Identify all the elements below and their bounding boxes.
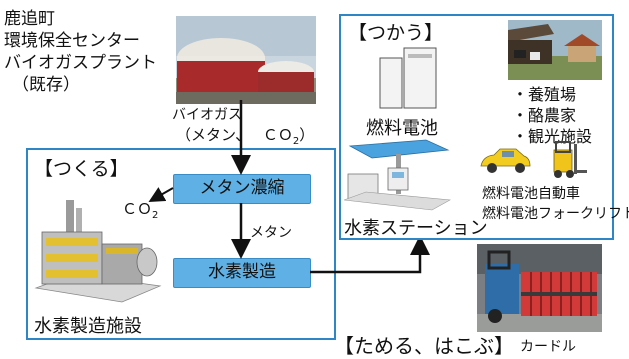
tsukuru-title: 【つくる】 — [34, 158, 129, 180]
farm-photo — [508, 20, 602, 80]
hydrogen-production-step: 水素製造 — [173, 258, 311, 288]
hydrogen-station-illustration — [342, 138, 452, 212]
biogas-composition-open: （メタン、 — [176, 126, 251, 144]
facility-label: 鹿追町 環境保全センター バイオガスプラント （既存） — [4, 8, 157, 96]
biogas-label: バイオガス — [172, 107, 242, 123]
tsukau-title: 【つかう】 — [348, 22, 444, 44]
co2-text: ＣＯ — [122, 200, 153, 218]
facility-line-center: 環境保全センター — [4, 31, 140, 51]
hydrogen-facility-caption: 水素製造施設 — [34, 316, 142, 337]
fuel-cell-forklift-illustration — [548, 140, 588, 180]
uses-list: ・養殖場 ・酪農家 ・観光施設 — [512, 84, 592, 147]
vehicle-fc-forklift: 燃料電池フォークリフト — [482, 206, 629, 222]
biogas-composition-sub: 2 — [292, 136, 300, 147]
use-tourism: ・観光施設 — [512, 127, 593, 146]
facility-line-existing: （既存） — [12, 75, 80, 95]
facility-line-plant: バイオガスプラント — [4, 53, 157, 73]
fuel-cell-illustration — [378, 44, 440, 110]
curdle-photo — [477, 244, 602, 332]
use-dairy: ・酪農家 — [512, 106, 577, 125]
biogas-plant-photo — [176, 16, 316, 104]
biogas-composition-co2: ＣＯ — [262, 126, 293, 144]
biogas-composition: （メタン、 ＣＯ2） — [176, 124, 314, 147]
use-aquaculture: ・養殖場 — [512, 85, 577, 104]
fuel-cell-car-illustration — [478, 146, 532, 176]
biogas-composition-close: ） — [299, 126, 315, 144]
hydrogen-station-label: 水素ステーション — [344, 218, 488, 239]
vehicle-fc-car: 燃料電池自動車 — [482, 186, 580, 202]
co2-sub: 2 — [152, 210, 159, 221]
co2-label: ＣＯ2 — [122, 198, 158, 221]
curdle-label: カードル — [520, 339, 576, 355]
facility-line-town: 鹿追町 — [4, 9, 55, 29]
hydrogen-facility-illustration — [32, 196, 162, 308]
vehicles-list: 燃料電池自動車 燃料電池フォークリフト — [482, 184, 629, 224]
methane-concentration-step: メタン濃縮 — [173, 174, 311, 204]
tameru-title: 【ためる、はこぶ】 — [334, 334, 514, 358]
methane-flow-label: メタン — [250, 225, 292, 241]
fuel-cell-label: 燃料電池 — [366, 118, 438, 139]
